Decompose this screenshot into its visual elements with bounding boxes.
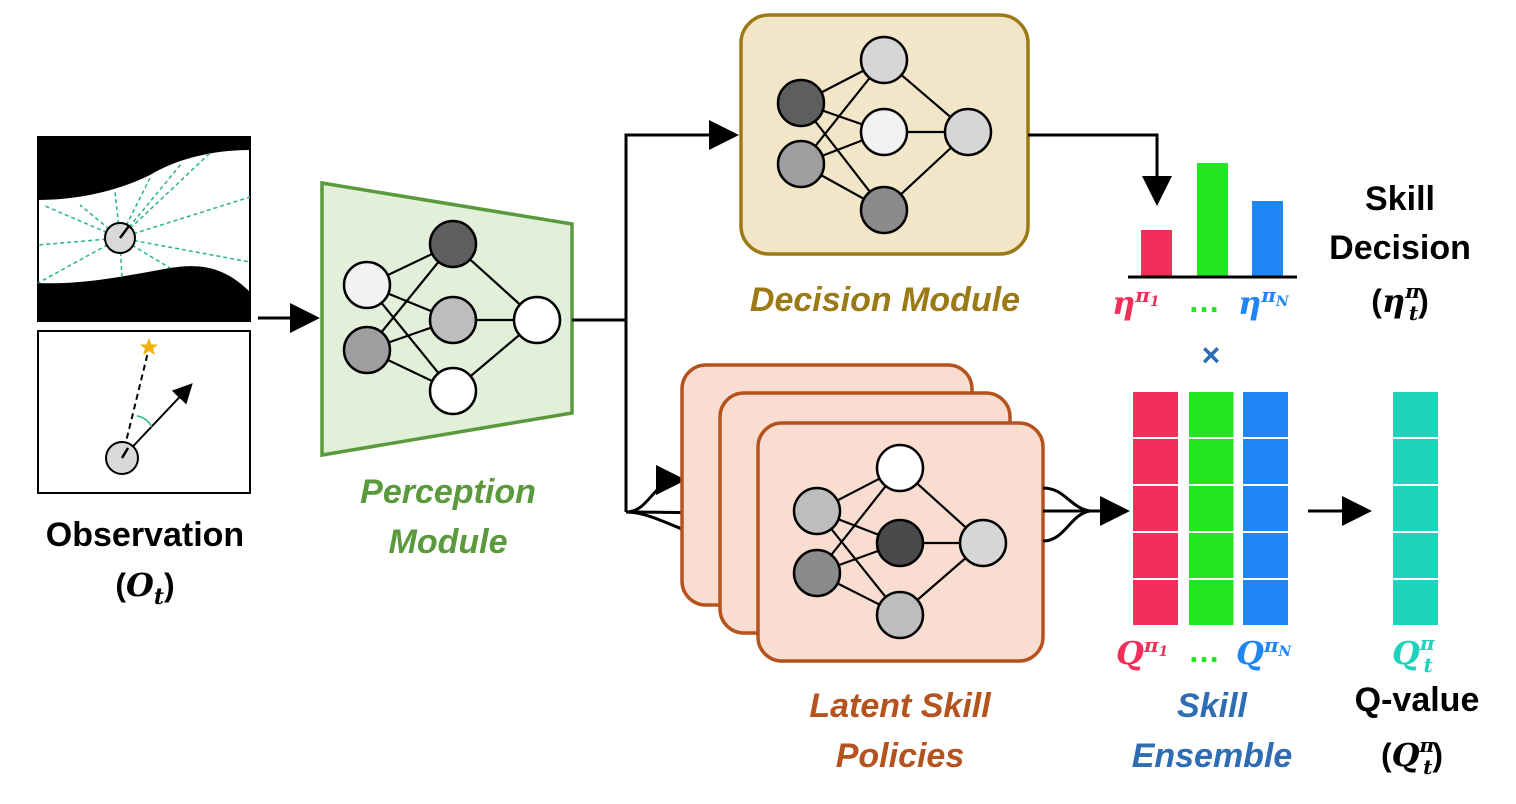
eta-last-label: ηπN <box>1238 283 1290 322</box>
observation-panel: Observation (Ot) <box>37 136 251 610</box>
skill-decision-label-line1: Skill <box>1365 180 1435 218</box>
node <box>342 260 392 310</box>
skill-ensemble: Qπ1 … QπN Skill Ensemble <box>1116 392 1293 775</box>
node <box>792 548 842 598</box>
perception-module: Perception Module <box>320 180 574 561</box>
node <box>512 295 562 345</box>
laser-scan-image <box>37 136 251 322</box>
merge-connectors <box>1042 486 1130 543</box>
node <box>428 366 478 416</box>
decision-bar-1 <box>1141 230 1172 276</box>
latent-label-line2: Policies <box>836 737 965 775</box>
perception-label-line1: Perception <box>360 473 536 511</box>
latent-label-line1: Latent Skill <box>809 687 992 725</box>
ensemble-label-line2: Ensemble <box>1132 737 1293 775</box>
perception-label-line2: Module <box>389 523 508 561</box>
decision-bar-mid <box>1197 163 1228 276</box>
node <box>859 35 909 85</box>
ensemble-label-line1: Skill <box>1177 687 1248 725</box>
node <box>792 486 842 536</box>
node <box>875 518 925 568</box>
goal-direction-image <box>37 330 251 494</box>
skill-decision-label-line2: Decision <box>1329 229 1471 267</box>
q-dots: … <box>1188 633 1220 669</box>
star-icon <box>140 338 158 355</box>
decision-module: Decision Module <box>739 13 1030 319</box>
node <box>776 78 826 128</box>
qvalue-label: Q-value <box>1355 681 1480 719</box>
q-last-label: QπN <box>1236 633 1293 672</box>
node <box>428 219 478 269</box>
arrow-decision-to-skill-decision <box>1028 133 1172 206</box>
node <box>859 107 909 157</box>
skill-decision-chart: ηπ1 … ηπN <box>1112 163 1297 322</box>
eta-first-label: ηπ1 <box>1112 283 1160 322</box>
observation-symbol: (Ot) <box>115 566 174 610</box>
decision-bar-N <box>1252 201 1283 276</box>
node <box>342 325 392 375</box>
eta-dots: … <box>1188 283 1220 319</box>
decision-module-label: Decision Module <box>750 281 1020 319</box>
observation-label: Observation <box>46 516 244 554</box>
multiply-icon: × <box>1202 337 1221 373</box>
node <box>859 185 909 235</box>
node <box>428 295 478 345</box>
latent-skill-policies: Latent Skill Policies <box>680 363 1045 775</box>
ensemble-column-N <box>1243 392 1288 625</box>
q-first-label: Qπ1 <box>1116 633 1168 672</box>
node <box>958 518 1008 568</box>
ensemble-column-mid <box>1189 392 1234 625</box>
node <box>875 590 925 640</box>
node <box>776 139 826 189</box>
branch-connectors <box>572 120 754 561</box>
node <box>875 443 925 493</box>
ensemble-column-1 <box>1133 392 1178 625</box>
node <box>943 107 993 157</box>
